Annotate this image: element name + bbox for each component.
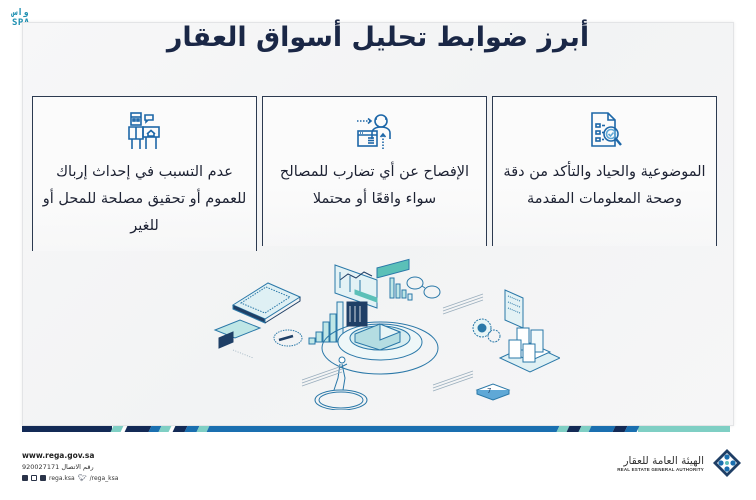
- calculator-illustration: [213, 282, 302, 349]
- gears-illustration: [472, 318, 501, 343]
- youtube-icon[interactable]: [40, 475, 46, 481]
- authority-emblem-icon: [713, 449, 741, 477]
- twitter-handle[interactable]: /rega_ksa: [89, 474, 119, 482]
- card-text: عدم التسبب في إحداث إرباك للعموم أو تحقي…: [42, 164, 247, 234]
- social-handle[interactable]: rega.ksa: [49, 474, 75, 482]
- authority-names: الهيئة العامة للعقار REAL ESTATE GENERAL…: [617, 455, 704, 472]
- svg-text:7: 7: [487, 387, 491, 395]
- text-lines-illustration: [232, 293, 484, 392]
- key-gauge-illustration: [273, 329, 303, 347]
- phone-row: 920027171 رقم الاتصال: [22, 463, 118, 471]
- bar-chart-illustration: [308, 277, 413, 345]
- central-platform-illustration: [321, 258, 439, 375]
- spa-logo-arabic: واس: [12, 8, 29, 18]
- contact-info: www.rega.gov.sa 920027171 رقم الاتصال re…: [22, 451, 118, 482]
- spa-logo: واس SPA: [12, 8, 40, 28]
- card-text: الموضوعية والحياد والتأكد من دقة وصحة ال…: [503, 164, 706, 207]
- card-text: الإفصاح عن أي تضارب للمصالح سواء واقعًا …: [279, 164, 470, 207]
- authority-logo: الهيئة العامة للعقار REAL ESTATE GENERAL…: [617, 448, 742, 478]
- agent-property-sign-icon: [127, 112, 160, 149]
- spa-logo-latin: SPA: [12, 18, 30, 28]
- twitter-icon[interactable]: 🐦︎: [77, 474, 87, 482]
- person-disclosure-icon: [356, 114, 391, 149]
- market-analysis-illustration: 7: [213, 258, 560, 410]
- document-magnifier-check-icon: [590, 112, 622, 147]
- social-row: rega.ksa 🐦︎ /rega_ksa: [22, 474, 118, 482]
- instagram-icon[interactable]: [31, 475, 37, 481]
- card-disclosure: الإفصاح عن أي تضارب للمصالح سواء واقعًا …: [262, 96, 487, 246]
- card-no-confusion: عدم التسبب في إحداث إرباك للعموم أو تحقي…: [32, 96, 257, 251]
- facebook-icon[interactable]: [22, 475, 28, 481]
- decorative-stripe: [22, 426, 734, 432]
- page-title: أبرز ضوابط تحليل أسواق العقار: [166, 22, 590, 53]
- boxes-on-pallet-illustration: [498, 289, 560, 373]
- card-objectivity: الموضوعية والحياد والتأكد من دقة وصحة ال…: [492, 96, 717, 246]
- phone-number[interactable]: 920027171: [22, 463, 60, 471]
- authority-name-en: REAL ESTATE GENERAL AUTHORITY: [617, 466, 704, 472]
- glasses-illustration: [406, 276, 441, 299]
- screen-chart-illustration: [334, 264, 378, 309]
- website-link[interactable]: www.rega.gov.sa: [22, 451, 95, 460]
- calendar-illustration: 7: [475, 383, 511, 401]
- person-illustration: [314, 356, 368, 410]
- phone-label: رقم الاتصال: [61, 463, 94, 471]
- authority-name-ar: الهيئة العامة للعقار: [623, 454, 704, 467]
